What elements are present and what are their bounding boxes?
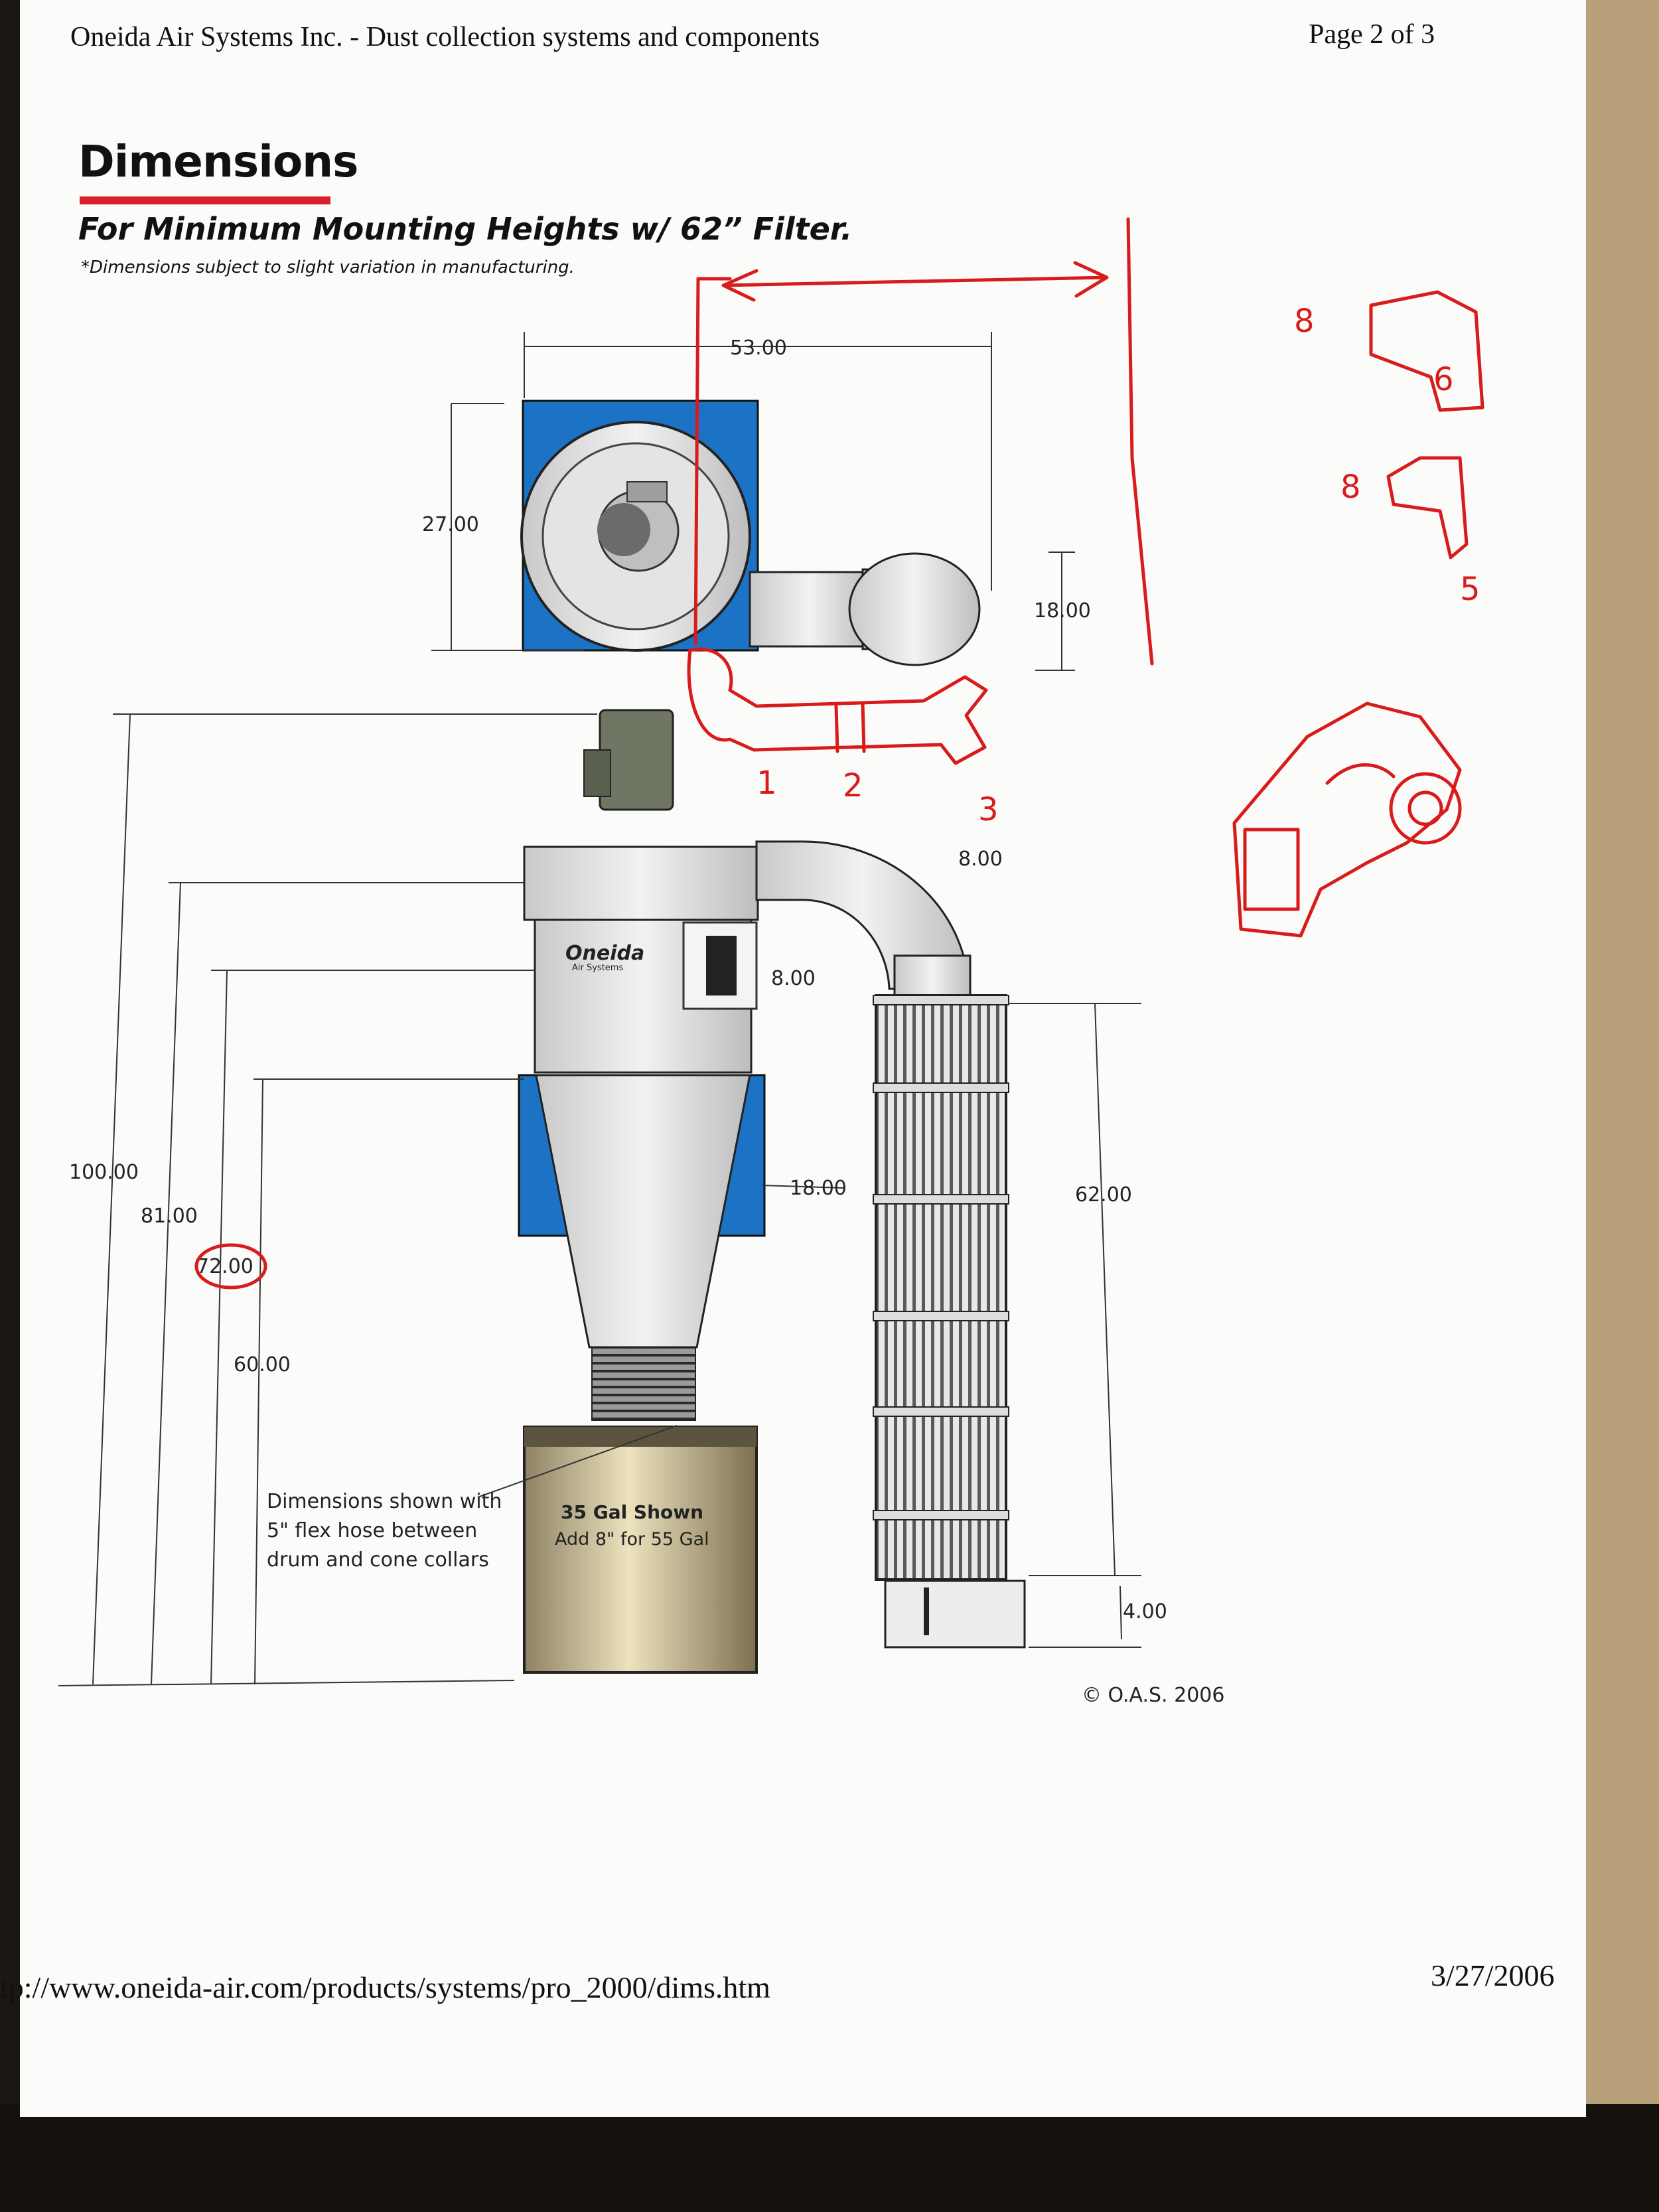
filter-dust-bin: [884, 1580, 1026, 1649]
drum-label: 35 Gal Shown: [561, 1501, 703, 1523]
ink-blower-sketch: [1232, 701, 1462, 938]
drum-note: Add 8" for 55 Gal: [555, 1529, 709, 1550]
top-dimension-lines: [431, 332, 1075, 671]
blower-assembly: [520, 400, 981, 666]
ink-label-3: 3: [978, 791, 999, 828]
ink-elbow-bottom: [1386, 456, 1469, 559]
red-ink-annotations: [194, 217, 1484, 1290]
drum-lid: [524, 1427, 757, 1447]
ink-circle-72: [194, 1243, 267, 1290]
motor-shaft: [597, 503, 650, 556]
dim-overall-100: 100.00: [69, 1161, 139, 1184]
heading-underline: [80, 196, 330, 204]
ink-label-6: 6: [1433, 361, 1454, 398]
footer-url: tp://www.oneida-air.com/products/systems…: [0, 1970, 770, 2004]
dimensions-heading: Dimensions: [78, 136, 358, 187]
dim-duct-8: 8.00: [958, 848, 1003, 871]
dim-cone-60: 60.00: [234, 1353, 291, 1376]
paper-sheet: Oneida Air Systems Inc. - Dust collectio…: [0, 0, 1586, 2117]
ink-label-2: 2: [843, 767, 863, 804]
cartridge-filter: [873, 994, 1026, 1649]
dim-inlet-81: 81.00: [141, 1205, 198, 1228]
outlet-elbow: [848, 552, 981, 666]
header-title: Oneida Air Systems Inc. - Dust collectio…: [70, 22, 820, 52]
dim-offset-18: 18.00: [790, 1177, 847, 1200]
table-surface: [0, 2104, 1659, 2212]
page-number: Page 2 of 3: [1309, 19, 1435, 50]
ink-label-1: 1: [757, 765, 777, 802]
footer-date: 3/27/2006: [1431, 1958, 1555, 1992]
side-dimension-lines: [58, 713, 1141, 1686]
cyclone-separator: Oneida Air Systems 35 Gal Shown Add 8" f…: [518, 709, 766, 1674]
dim-width-53: 53.00: [730, 336, 787, 360]
dim-outlet-18: 18.00: [1034, 599, 1091, 623]
ink-wall-line: [1126, 217, 1154, 666]
callout-line-2: 5" flex hose between: [267, 1519, 477, 1542]
ink-label-8b: 8: [1340, 469, 1361, 506]
dim-inlet-8: 8.00: [771, 967, 816, 990]
copyright: © O.A.S. 2006: [1082, 1684, 1224, 1707]
brand-logo: Oneida: [565, 942, 644, 965]
callout-line-3: drum and cone collars: [267, 1548, 489, 1572]
filter-inlet-collar: [893, 954, 972, 998]
ink-label-5: 5: [1460, 571, 1480, 608]
subtitle: For Minimum Mounting Heights w/ 62” Filt…: [78, 211, 853, 247]
table-edge: [1579, 0, 1659, 2110]
window-glass: [706, 936, 737, 995]
brand-logo-sub: Air Systems: [572, 963, 623, 973]
ink-vertical-line: [693, 277, 700, 646]
flex-hose: [591, 1347, 696, 1421]
dim-base-4: 4.00: [1123, 1600, 1167, 1623]
ink-label-8a: 8: [1294, 303, 1315, 340]
manufacturing-note: *Dimensions subject to slight variation …: [81, 258, 575, 277]
motor-box: [626, 481, 668, 502]
ink-duct-sketch: [687, 647, 988, 765]
callout-line-1: Dimensions shown with: [267, 1490, 502, 1513]
ink-elbow-top: [1369, 290, 1484, 412]
collection-drum: [523, 1426, 758, 1674]
cyclone-cone: [535, 1074, 751, 1349]
dim-blower-27: 27.00: [422, 513, 479, 536]
dim-cone-72: 72.00: [196, 1255, 253, 1278]
inlet-port: [583, 749, 611, 797]
dim-filter-62: 62.00: [1075, 1183, 1132, 1207]
cyclone-top-collar: [523, 846, 759, 921]
ink-arrow: [721, 261, 1109, 302]
